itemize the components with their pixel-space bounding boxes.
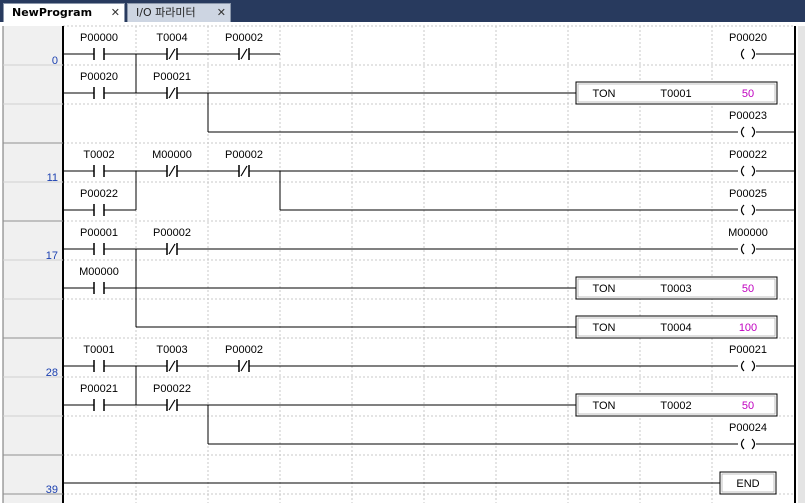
ton-function-box[interactable] xyxy=(575,393,778,417)
contact-slash xyxy=(168,243,176,255)
contact-nc-label: P00002 xyxy=(225,149,263,161)
function-name: TON xyxy=(592,400,615,412)
ton-box-inner xyxy=(577,395,776,415)
end-box[interactable] xyxy=(719,471,777,495)
ton-function-box[interactable] xyxy=(575,81,778,105)
right-scroll-area xyxy=(798,26,805,503)
step-number: 11 xyxy=(47,172,58,184)
ton-function-box[interactable] xyxy=(575,276,778,300)
contact-no-label: P00000 xyxy=(80,32,118,44)
tab-newprogram[interactable]: NewProgram ✕ xyxy=(3,3,125,22)
timer-preset: 100 xyxy=(739,322,757,334)
contact-nc-label: P00002 xyxy=(225,32,263,44)
coil-right-arc xyxy=(751,360,756,372)
contact-nc-label: P00002 xyxy=(153,227,191,239)
coil-label: P00023 xyxy=(729,110,767,122)
coil-right-arc xyxy=(751,126,756,138)
close-icon[interactable]: ✕ xyxy=(110,6,120,19)
contact-slash xyxy=(168,48,176,60)
contact-slash xyxy=(168,399,176,411)
coil-label: P00025 xyxy=(729,188,767,200)
contact-nc-label: T0003 xyxy=(156,344,187,356)
coil-right-arc xyxy=(751,243,756,255)
timer-operand: T0004 xyxy=(660,322,691,334)
contact-no-label: T0001 xyxy=(83,344,114,356)
contact-no-label: P00022 xyxy=(80,188,118,200)
contact-slash xyxy=(168,360,176,372)
tab-io-parameters[interactable]: I/O 파라미터 ✕ xyxy=(127,3,231,22)
contact-nc-label: T0004 xyxy=(156,32,187,44)
tab-label: NewProgram xyxy=(12,6,93,19)
contact-no-label: P00001 xyxy=(80,227,118,239)
coil-label: P00022 xyxy=(729,149,767,161)
step-number-column xyxy=(3,26,63,503)
function-name: TON xyxy=(592,88,615,100)
contact-slash xyxy=(240,48,248,60)
contact-slash xyxy=(168,165,176,177)
coil-right-arc xyxy=(751,165,756,177)
contact-slash xyxy=(168,87,176,99)
step-number: 17 xyxy=(46,250,58,262)
close-icon[interactable]: ✕ xyxy=(216,6,226,19)
coil-label: P00020 xyxy=(729,32,767,44)
coil-right-arc xyxy=(751,438,756,450)
coil-left-arc xyxy=(740,438,745,450)
contact-nc-label: P00022 xyxy=(153,383,191,395)
ton-box-inner xyxy=(577,317,776,337)
contact-slash xyxy=(240,165,248,177)
tab-bar: NewProgram ✕ I/O 파라미터 ✕ xyxy=(0,0,805,22)
coil-left-arc xyxy=(740,126,745,138)
coil-left-arc xyxy=(740,48,745,60)
contact-no-label: P00021 xyxy=(80,383,118,395)
ton-function-box[interactable] xyxy=(575,315,778,339)
timer-preset: 50 xyxy=(742,283,754,295)
coil-left-arc xyxy=(740,165,745,177)
coil-label: M00000 xyxy=(728,227,768,239)
contact-no-label: M00000 xyxy=(79,266,119,278)
contact-slash xyxy=(240,360,248,372)
timer-operand: T0001 xyxy=(660,88,691,100)
contact-nc-label: P00002 xyxy=(225,344,263,356)
ton-box-inner xyxy=(577,278,776,298)
timer-preset: 50 xyxy=(742,88,754,100)
end-label: END xyxy=(736,478,759,490)
step-number: 28 xyxy=(46,367,58,379)
timer-operand: T0003 xyxy=(660,283,691,295)
ton-box-inner xyxy=(577,83,776,103)
function-name: TON xyxy=(592,283,615,295)
end-box-inner xyxy=(721,473,775,493)
step-number: 39 xyxy=(46,484,58,496)
coil-left-arc xyxy=(740,243,745,255)
contact-nc-label: M00000 xyxy=(152,149,192,161)
timer-operand: T0002 xyxy=(660,400,691,412)
coil-right-arc xyxy=(751,204,756,216)
contact-no-label: P00020 xyxy=(80,71,118,83)
coil-label: P00024 xyxy=(729,422,767,434)
step-number: 0 xyxy=(52,55,58,67)
coil-left-arc xyxy=(740,360,745,372)
coil-left-arc xyxy=(740,204,745,216)
coil-right-arc xyxy=(751,48,756,60)
coil-label: P00021 xyxy=(729,344,767,356)
function-name: TON xyxy=(592,322,615,334)
timer-preset: 50 xyxy=(742,400,754,412)
tab-label: I/O 파라미터 xyxy=(136,6,196,19)
contact-no-label: T0002 xyxy=(83,149,114,161)
contact-nc-label: P00021 xyxy=(153,71,191,83)
